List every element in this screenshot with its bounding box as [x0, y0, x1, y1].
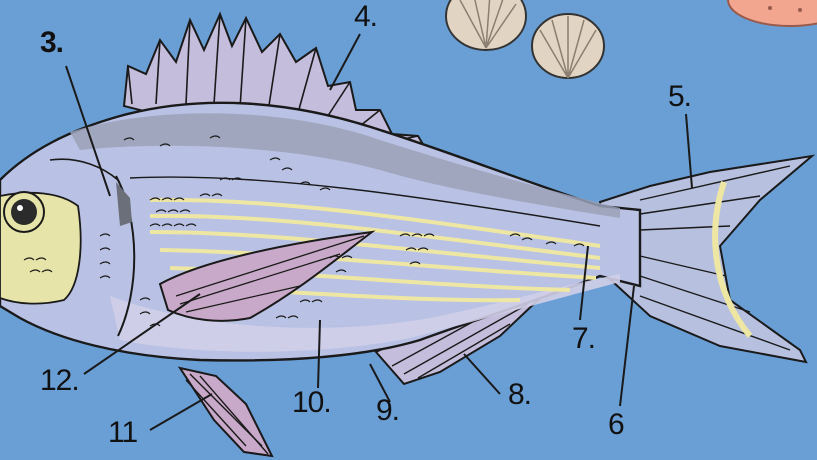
label-8: 8. — [508, 380, 531, 410]
label-11: 11 — [108, 418, 137, 448]
label-5: 5. — [668, 82, 691, 112]
shell-icon — [532, 14, 604, 78]
label-7: 7. — [572, 324, 595, 354]
label-12: 12. — [40, 366, 79, 396]
label-6: 6 — [608, 410, 624, 440]
label-9: 9. — [376, 396, 399, 426]
eye-icon — [4, 192, 44, 232]
label-4: 4. — [354, 2, 377, 32]
label-10: 10. — [292, 388, 331, 418]
label-3: 3. — [40, 28, 63, 58]
